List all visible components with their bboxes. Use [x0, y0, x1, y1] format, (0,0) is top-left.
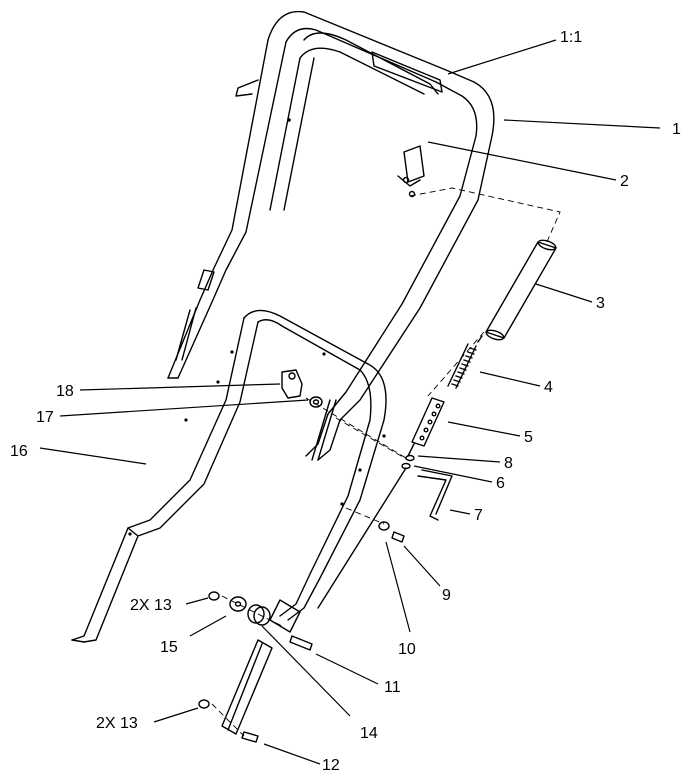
callout-3: 3	[596, 295, 605, 312]
callout-5: 5	[524, 429, 533, 446]
assembly-lines	[211, 187, 561, 737]
lower-hardware	[198, 591, 313, 743]
grip	[484, 239, 558, 341]
callout-14: 14	[360, 725, 378, 742]
callout-13-upper: 2X 13	[130, 597, 172, 614]
callout-1: 1	[672, 121, 681, 138]
washer-bolt-9-10	[378, 521, 405, 543]
callout-4: 4	[544, 379, 553, 396]
bracket-rod	[417, 469, 453, 521]
callout-18: 18	[56, 383, 74, 400]
callout-2: 2	[620, 173, 629, 190]
callout-9: 9	[442, 587, 451, 604]
callout-7: 7	[474, 507, 483, 524]
callout-16: 16	[10, 443, 28, 460]
callout-15: 15	[160, 639, 178, 656]
spring	[447, 335, 483, 389]
lower-handle	[71, 309, 387, 735]
callout-1-1: 1:1	[560, 29, 582, 46]
leader-lines	[39, 39, 661, 765]
callout-10: 10	[398, 641, 416, 658]
upper-handle	[167, 10, 495, 461]
adjust-plate	[407, 397, 445, 457]
callout-labels: 1:1 1 2 3 4 5 8 6 7 9 10 11 12 2X 13 2X …	[10, 29, 681, 774]
callout-12: 12	[322, 757, 340, 774]
callout-11: 11	[384, 679, 401, 696]
pin-assembly	[401, 454, 415, 470]
callout-8: 8	[504, 455, 513, 472]
callout-13-lower: 2X 13	[96, 715, 138, 732]
callout-17: 17	[36, 409, 54, 426]
callout-6: 6	[496, 475, 505, 492]
